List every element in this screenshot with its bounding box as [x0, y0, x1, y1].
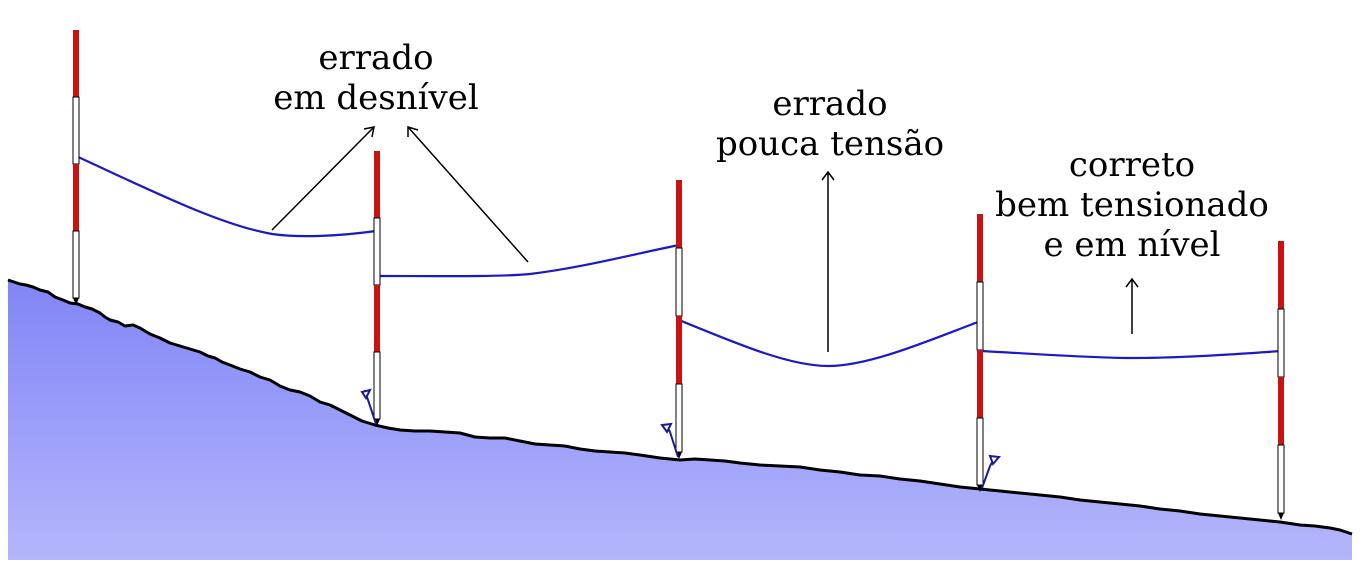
range-pole-2: [373, 151, 381, 426]
tape-span-1: [75, 155, 377, 238]
arrow-to-span-2: [407, 125, 529, 263]
label-low-tension: errado pouca tensão: [690, 84, 970, 164]
label-correct: correto bem tensionado e em nível: [972, 145, 1292, 265]
arrow-low-tension: [821, 170, 835, 352]
ground-slope: [8, 280, 1352, 560]
label-correct-line1: correto: [1068, 145, 1196, 185]
label-correct-line2: bem tensionado: [995, 185, 1269, 225]
ground-surface-line: [7, 278, 1353, 536]
marking-pin-2: [660, 422, 679, 458]
label-uneven-line2: em desnível: [273, 78, 479, 118]
range-pole-3: [675, 180, 683, 459]
tape-span-3: [678, 318, 979, 368]
tape-span-2: [377, 243, 680, 278]
marking-pin-1: [360, 388, 377, 425]
range-pole-1: [72, 30, 80, 305]
label-uneven: errado em desnível: [236, 38, 516, 118]
tape-span-4: [979, 349, 1282, 360]
label-uneven-line1: errado: [318, 38, 434, 78]
label-correct-line3: e em nível: [1043, 225, 1221, 265]
label-low-tension-line1: errado: [772, 84, 888, 124]
arrow-to-span-1: [271, 126, 375, 231]
label-low-tension-line2: pouca tensão: [715, 124, 945, 164]
range-pole-5: [1277, 241, 1285, 520]
marking-pin-3: [981, 454, 1001, 489]
arrow-correct: [1125, 277, 1139, 334]
